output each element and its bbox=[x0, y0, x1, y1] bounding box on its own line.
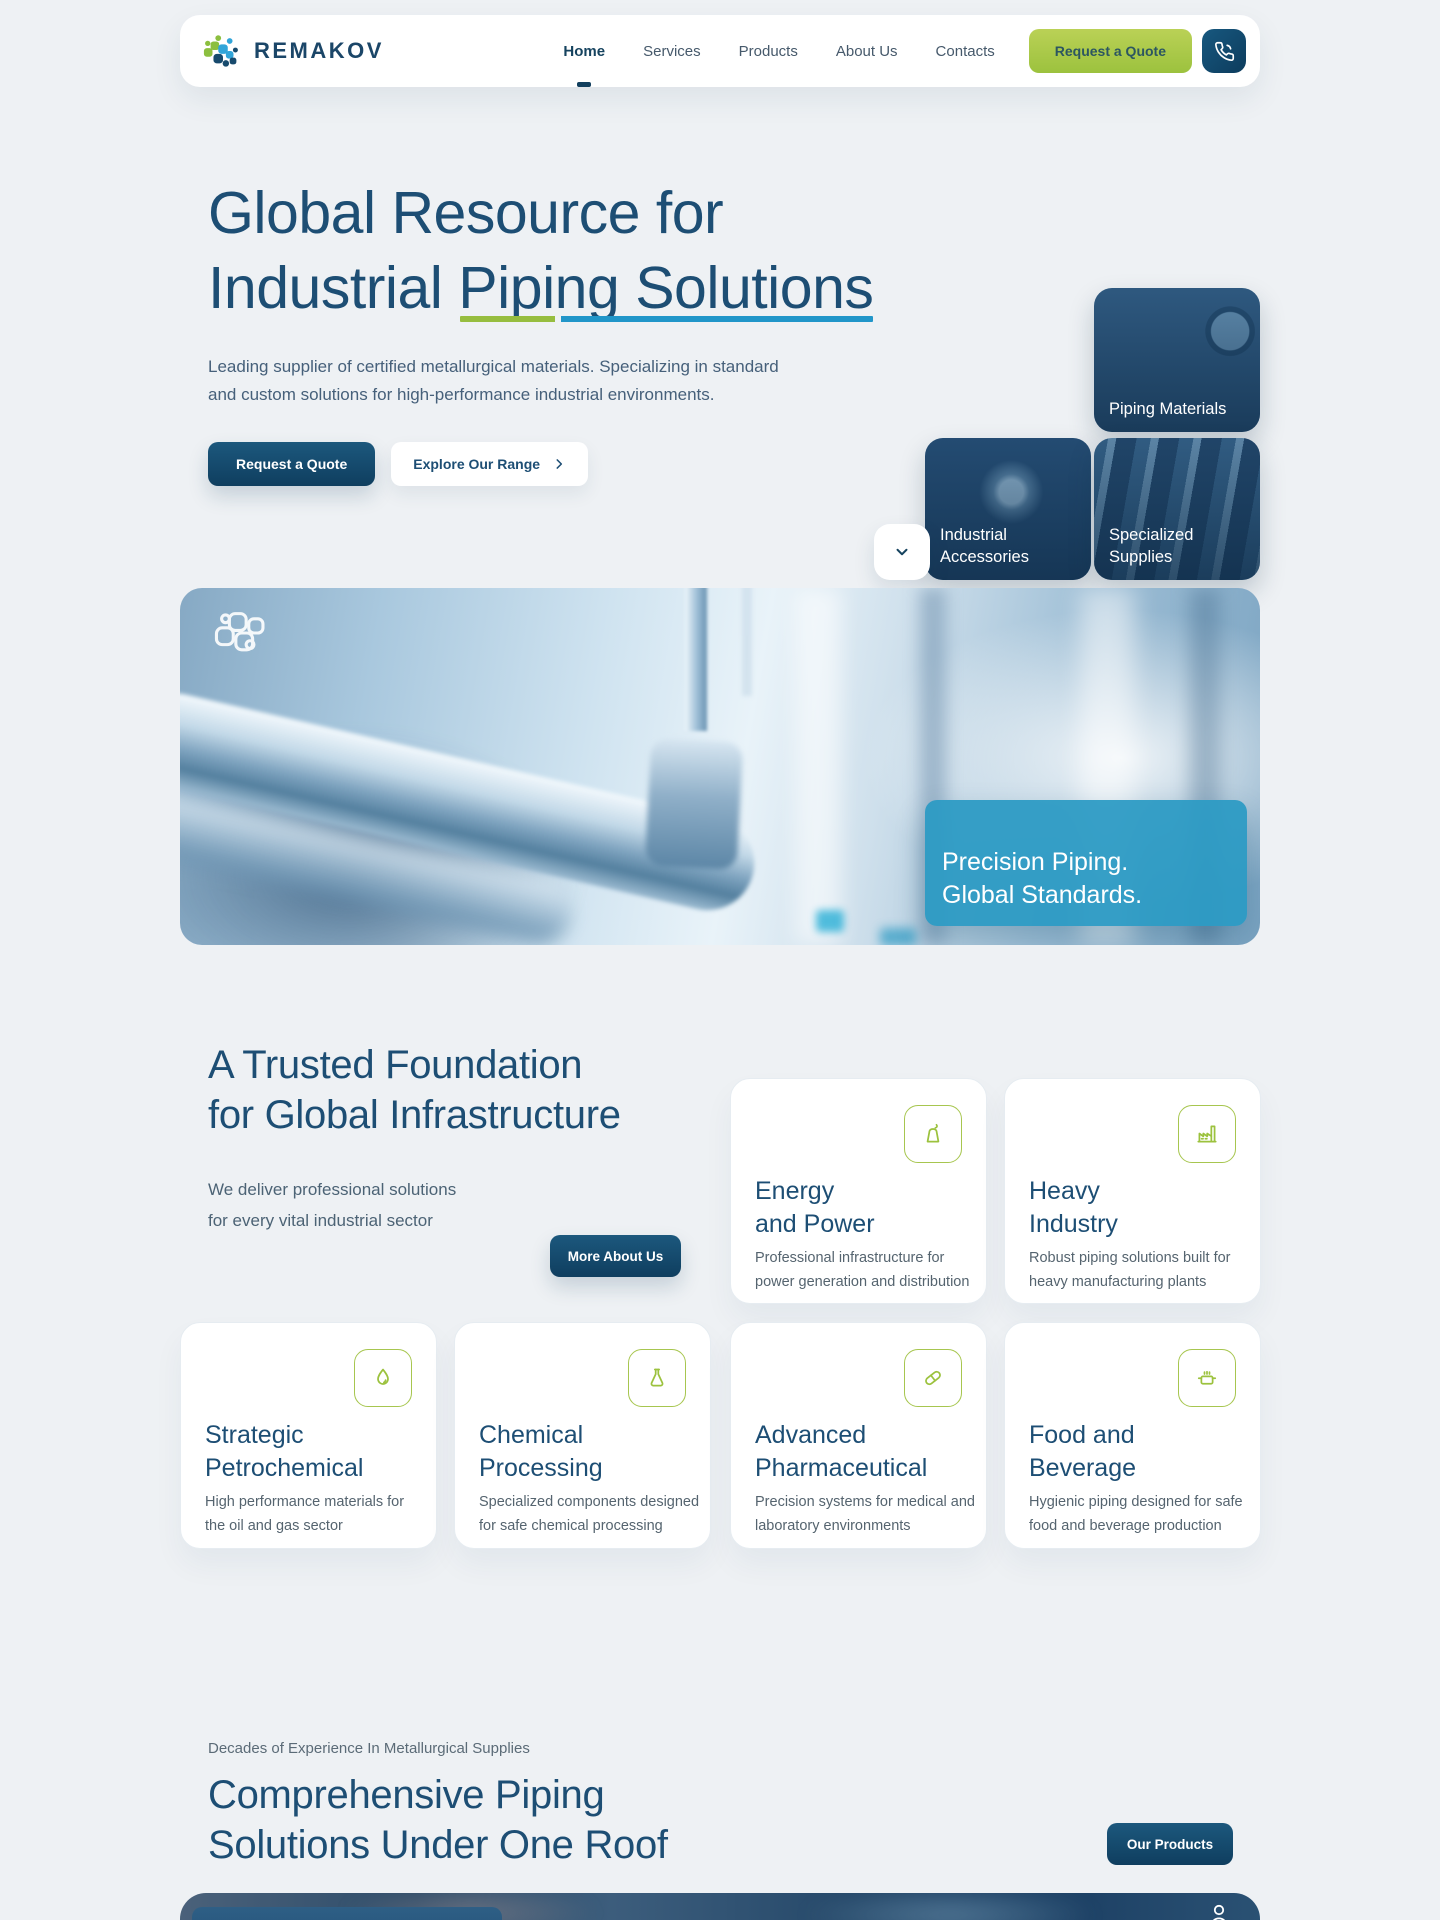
hero-image: Precision Piping. Global Standards. bbox=[180, 588, 1260, 945]
nav-item-services[interactable]: Services bbox=[643, 42, 701, 60]
banner-blur-blob bbox=[800, 1893, 1100, 1920]
icon-box bbox=[1178, 1349, 1236, 1407]
watermark-logo-icon bbox=[214, 612, 265, 652]
flask-icon bbox=[650, 1368, 664, 1387]
more-about-us-button[interactable]: More About Us bbox=[550, 1235, 681, 1277]
two-tone-underline bbox=[460, 316, 874, 322]
icon-box bbox=[904, 1105, 962, 1163]
brand-name: REMAKOV bbox=[254, 38, 384, 63]
nav-item-about[interactable]: About Us bbox=[835, 42, 898, 60]
blue-detail-shape bbox=[880, 928, 916, 945]
pot-icon bbox=[1197, 1370, 1217, 1385]
header-request-quote-button[interactable]: Request a Quote bbox=[1028, 29, 1192, 73]
person-icon bbox=[1213, 1904, 1225, 1920]
top-navbar: REMAKOV Home Services Products About Us … bbox=[180, 15, 1260, 87]
explore-range-button[interactable]: Explore Our Range bbox=[391, 442, 589, 486]
nav-item-products[interactable]: Products bbox=[738, 42, 798, 60]
tile-label: Industrial Accessories bbox=[940, 526, 1029, 566]
image-overlay-card: Precision Piping. Global Standards. bbox=[925, 800, 1247, 926]
industries-section-header: A Trusted Foundation for Global Infrastr… bbox=[208, 1040, 728, 1236]
products-title: Comprehensive Piping Solutions Under One… bbox=[208, 1773, 668, 1867]
droplet-icon bbox=[377, 1368, 389, 1385]
icon-box bbox=[354, 1349, 412, 1407]
category-tile-industrial-accessories[interactable]: Industrial Accessories bbox=[925, 438, 1091, 580]
pipe-shape bbox=[685, 588, 707, 731]
tile-shade bbox=[1094, 288, 1260, 432]
tile-label: Specialized Supplies bbox=[1109, 526, 1194, 566]
hero-cta-row: Request a Quote Explore Our Range bbox=[208, 442, 978, 486]
hero-title-line2: Industrial Piping Solutions bbox=[208, 255, 874, 322]
capsule-icon bbox=[925, 1370, 941, 1386]
icon-box bbox=[628, 1349, 686, 1407]
image-streak bbox=[795, 588, 841, 945]
our-products-wrapper: Our Products bbox=[1107, 1823, 1233, 1865]
nav-item-home[interactable]: Home bbox=[563, 43, 605, 87]
brand-logo[interactable]: REMAKOV bbox=[202, 33, 384, 69]
icon-box bbox=[904, 1349, 962, 1407]
active-nav-indicator bbox=[577, 81, 592, 87]
category-tile-piping-materials[interactable]: Piping Materials bbox=[1094, 288, 1260, 432]
phone-button[interactable] bbox=[1202, 29, 1246, 73]
tile-label: Piping Materials bbox=[1109, 400, 1227, 418]
products-eyebrow: Decades of Experience In Metallurgical S… bbox=[208, 1740, 530, 1757]
tile-shade bbox=[1094, 438, 1260, 580]
scroll-down-button[interactable] bbox=[874, 524, 930, 580]
hero-title: Global Resource for Industrial Piping So… bbox=[208, 176, 978, 326]
hero-title-underlined-text: Piping Solutions bbox=[458, 255, 874, 321]
icon-box bbox=[1178, 1105, 1236, 1163]
more-about-us-wrapper: More About Us bbox=[550, 1235, 681, 1277]
hero-title-line1: Global Resource for bbox=[208, 180, 724, 246]
our-products-button[interactable]: Our Products bbox=[1107, 1823, 1233, 1865]
hero-description: Leading supplier of certified metallurgi… bbox=[208, 357, 779, 404]
arrow-right-icon bbox=[556, 459, 563, 469]
phone-call-icon bbox=[1214, 41, 1234, 61]
category-tile-specialized-supplies[interactable]: Specialized Supplies bbox=[1094, 438, 1260, 580]
power-plant-icon bbox=[926, 1123, 940, 1143]
banner-tab bbox=[192, 1907, 502, 1920]
hero-request-quote-button[interactable]: Request a Quote bbox=[208, 442, 376, 486]
pipe-shape bbox=[742, 588, 752, 696]
main-nav: Home Services Products About Us Contacts bbox=[563, 42, 995, 87]
factory-icon bbox=[1197, 1125, 1217, 1143]
tile-shade bbox=[925, 438, 1091, 580]
products-section-header: Decades of Experience In Metallurgical S… bbox=[208, 1740, 668, 1870]
industries-title: A Trusted Foundation for Global Infrastr… bbox=[208, 1043, 621, 1137]
hero-section: Global Resource for Industrial Piping So… bbox=[208, 176, 978, 486]
overlay-tagline: Precision Piping. Global Standards. bbox=[942, 848, 1143, 909]
products-banner-image bbox=[180, 1893, 1260, 1920]
industries-subtitle: We deliver professional solutions for ev… bbox=[208, 1180, 457, 1230]
nav-item-contacts[interactable]: Contacts bbox=[935, 42, 995, 60]
chevron-down-icon bbox=[896, 548, 908, 556]
remakov-logo-icon bbox=[203, 35, 238, 67]
valve-body-shape bbox=[644, 737, 744, 871]
blue-detail-shape bbox=[816, 910, 844, 932]
